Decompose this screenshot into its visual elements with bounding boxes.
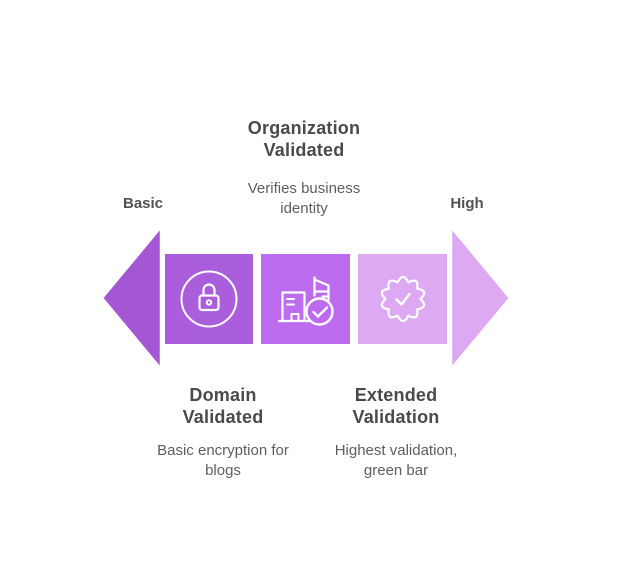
domain-validated-square [163, 252, 255, 346]
title-line: Validated [182, 407, 264, 427]
extended-validation-square [356, 252, 449, 346]
desc-line: Basic encryption for [157, 442, 289, 459]
title-line: Organization [247, 118, 361, 138]
right-arrowhead-shape [449, 225, 512, 371]
building-check-icon [277, 276, 334, 326]
domain-validated-description: Basic encryption for blogs [123, 441, 323, 481]
desc-line: green bar [363, 462, 429, 479]
left-arrowhead-shape [100, 225, 163, 371]
organization-validated-square [259, 252, 352, 346]
title-line: Domain [189, 385, 257, 405]
right-arrowhead [449, 225, 512, 371]
title-line: Extended [354, 385, 438, 405]
desc-line: Verifies business [247, 180, 361, 197]
desc-line: Highest validation, [334, 442, 458, 459]
organization-validated-description: Verifies business identity [204, 179, 404, 219]
title-line: Validated [263, 140, 345, 160]
axis-left-label: Basic [122, 195, 164, 212]
badge-check-icon [380, 275, 425, 323]
axis-right-label: High [450, 195, 484, 212]
lock-icon [180, 270, 238, 328]
extended-validation-title: Extended Validation [286, 384, 506, 428]
desc-line: blogs [205, 462, 241, 479]
desc-line: identity [280, 200, 328, 217]
left-arrowhead [100, 225, 163, 371]
extended-validation-description: Highest validation, green bar [296, 441, 496, 481]
domain-validated-title: Domain Validated [113, 384, 333, 428]
organization-validated-title: Organization Validated [194, 117, 414, 161]
title-line: Validation [352, 407, 440, 427]
